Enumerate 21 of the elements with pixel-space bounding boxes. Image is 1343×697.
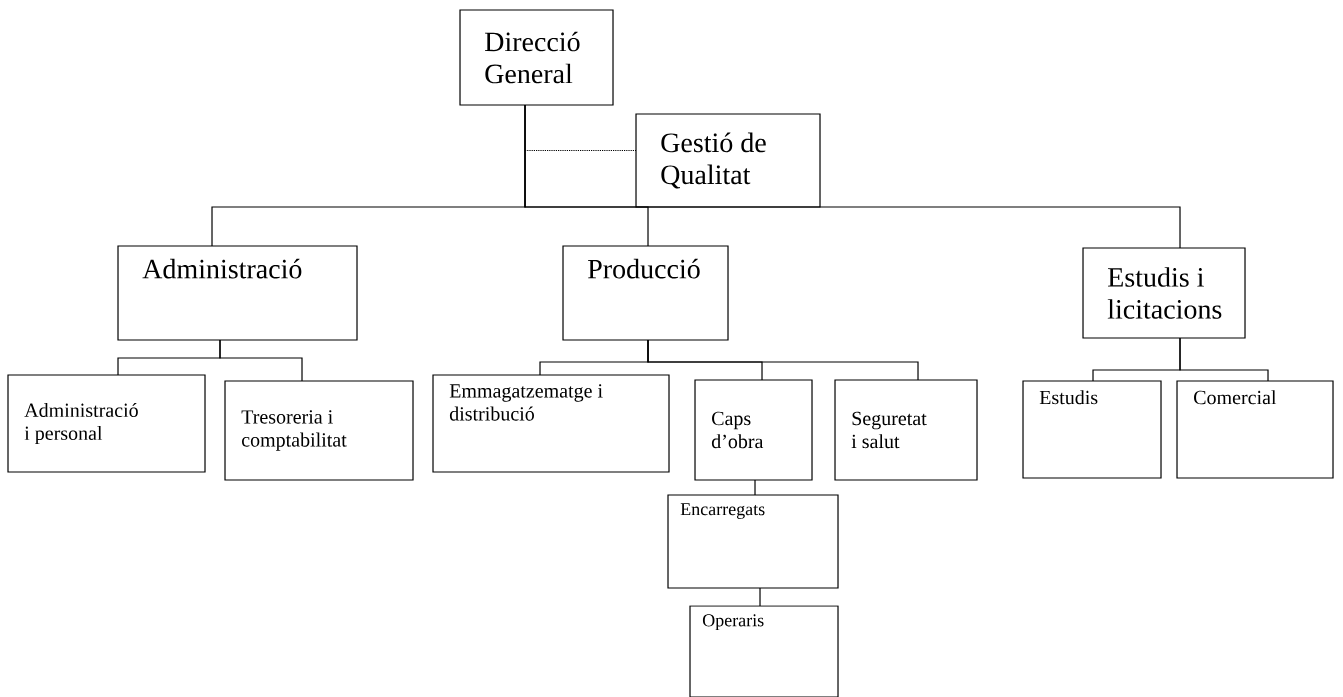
org-box: Administració i personal: [7, 374, 206, 473]
org-box: Estudis: [1022, 380, 1162, 479]
org-box: Encarregats: [667, 494, 839, 589]
org-box: Direcció General: [459, 9, 614, 106]
connector-line: [1179, 337, 1269, 382]
org-box: Administració: [117, 245, 358, 341]
org-box: Emmagatzematge i distribució: [432, 374, 670, 473]
connector-line: [524, 104, 1181, 249]
org-box: Gestió de Qualitat: [635, 113, 821, 208]
connector-line: [754, 479, 756, 496]
connector-line: [647, 339, 919, 381]
connector-line: [524, 149, 637, 152]
org-box: Caps d’obra: [694, 379, 813, 481]
org-box: Producció: [562, 245, 729, 341]
org-box: Estudis i licitacions: [1082, 247, 1246, 339]
connector-line: [219, 339, 303, 382]
connector-line: [759, 587, 761, 607]
org-box: Operaris: [689, 605, 839, 697]
org-box: Tresoreria i comptabilitat: [224, 380, 414, 481]
org-box: Seguretat i salut: [834, 379, 978, 481]
org-box: Comercial: [1176, 380, 1334, 479]
